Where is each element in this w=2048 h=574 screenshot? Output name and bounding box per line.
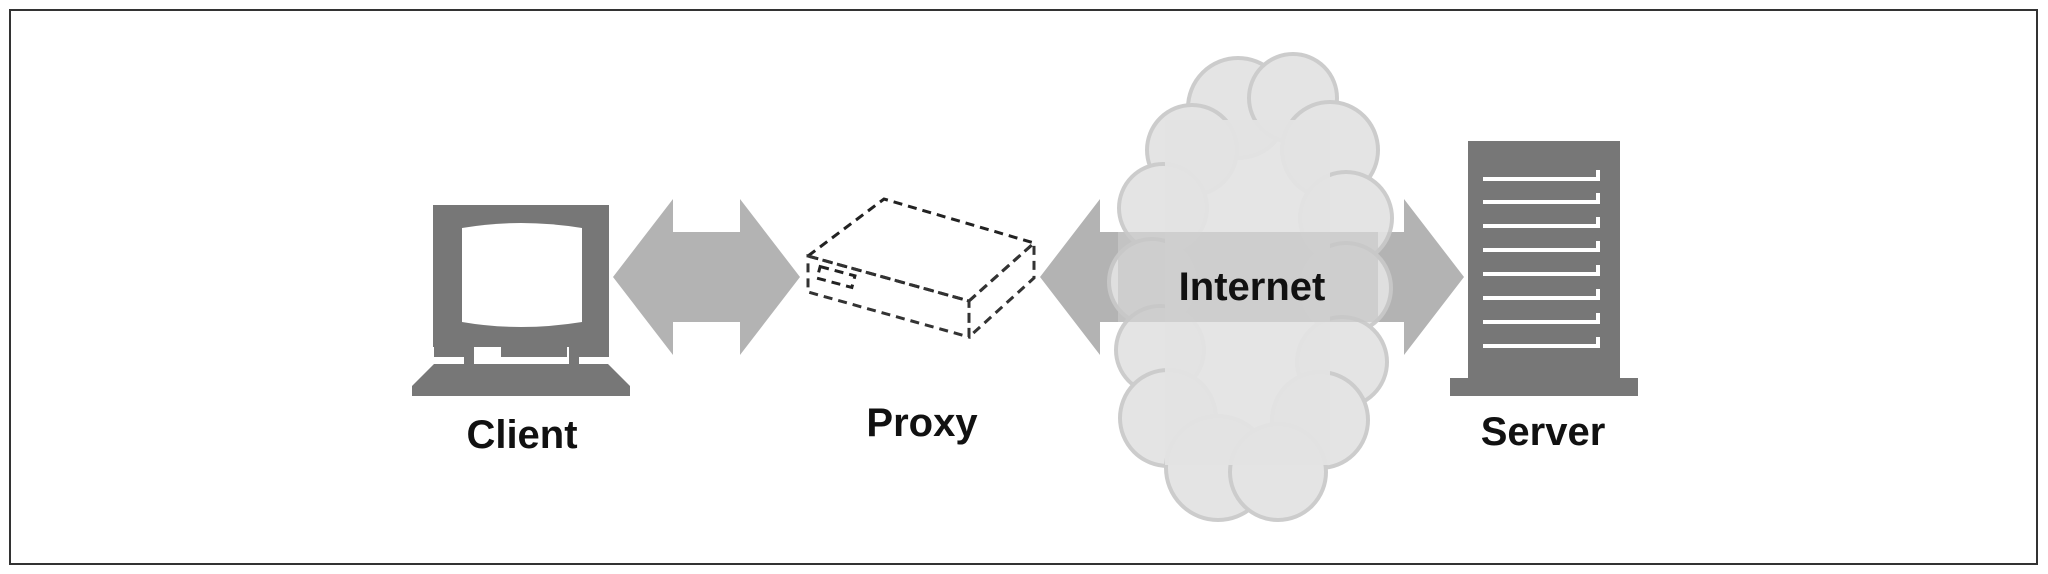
client-computer-icon [412, 205, 630, 396]
internet-label: Internet [1179, 265, 1326, 309]
server-label: Server [1481, 410, 1606, 454]
proxy-label: Proxy [866, 401, 978, 445]
cloud-icon [1107, 52, 1394, 522]
client-label: Client [466, 413, 577, 457]
proxy-box-icon [804, 197, 1038, 341]
server-tower-icon [1450, 141, 1638, 396]
client-proxy-arrow [613, 199, 800, 355]
